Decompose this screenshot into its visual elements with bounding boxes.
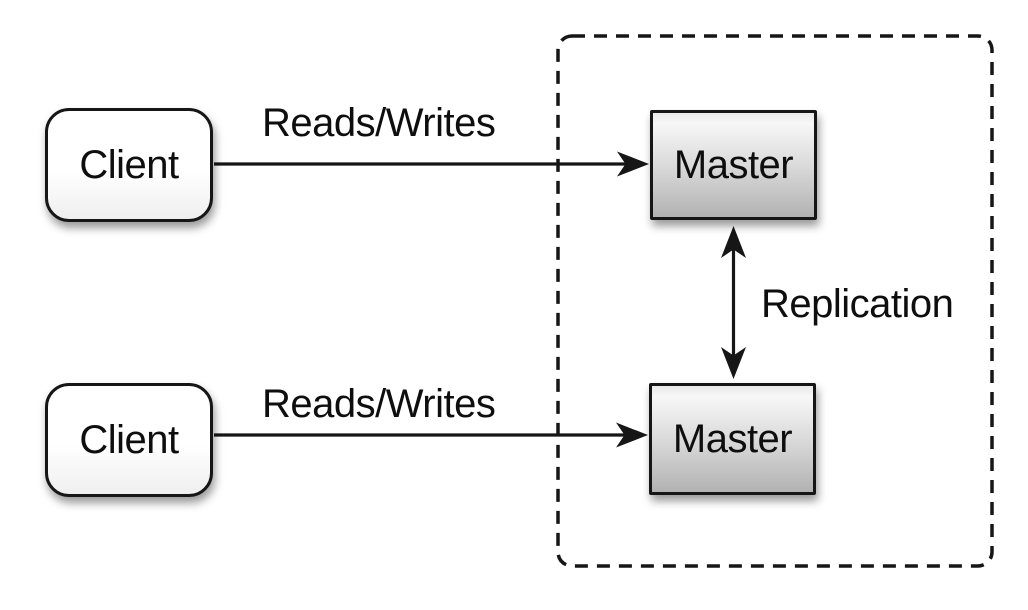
client-node-top: Client (45, 108, 213, 222)
arrowhead-right-icon (616, 422, 648, 448)
master-node-top-label: Master (673, 142, 794, 187)
master-node-bottom: Master (649, 383, 816, 495)
replication-label: Replication (761, 282, 954, 326)
client-node-bottom-label: Client (79, 417, 179, 462)
arrowhead-down-icon (721, 347, 746, 379)
replication-cluster-boundary (556, 34, 994, 568)
client-node-top-label: Client (79, 142, 179, 187)
master-node-bottom-label: Master (672, 416, 793, 461)
arrowhead-right-icon (617, 151, 649, 177)
replication-arrow (721, 226, 746, 379)
master-node-top: Master (650, 110, 817, 220)
arrowhead-up-icon (721, 226, 746, 258)
reads-writes-arrow-bottom (214, 422, 648, 448)
client-node-bottom: Client (45, 383, 213, 497)
reads-writes-label-bottom: Reads/Writes (262, 382, 496, 426)
reads-writes-label-top: Reads/Writes (262, 101, 496, 145)
reads-writes-arrow-top (214, 151, 649, 177)
